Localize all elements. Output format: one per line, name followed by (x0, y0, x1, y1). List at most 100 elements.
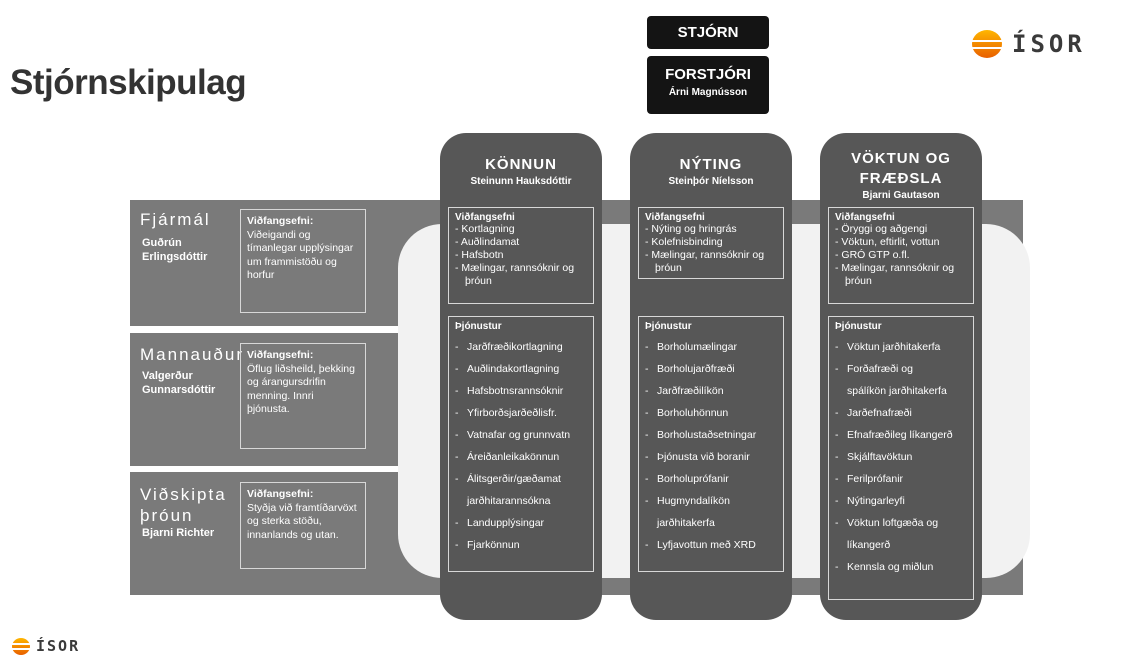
band-label: Viðskipta þróun Bjarni Richter (140, 484, 230, 540)
list-item: Mælingar, rannsóknir og þróun (455, 262, 587, 288)
list-item: Álitsgerðir/gæðamat (455, 468, 587, 490)
band-task-box: Viðfangsefni: Öflug liðsheild, þekking o… (240, 343, 366, 449)
isor-logo-icon (10, 637, 32, 655)
column-person: Steinþór Níelsson (668, 176, 754, 187)
logo-text: ÍSOR (1012, 30, 1086, 58)
list-item: líkangerð (847, 539, 891, 551)
isor-logo-icon (969, 30, 1005, 58)
tasks-title: Viðfangsefni (835, 212, 895, 223)
list-item: Borholustaðsetningar (645, 424, 777, 446)
band-person: Erlingsdóttir (142, 251, 208, 263)
column-konnun: KÖNNUN Steinunn Hauksdóttir Viðfangsefni… (440, 133, 602, 620)
list-item: Jarðfræðikortlagning (455, 336, 587, 358)
list-item: Efnafræðileg líkangerð (835, 424, 967, 446)
services-box: Þjónustur Jarðfræðikortlagning Auðlindak… (448, 316, 594, 572)
list-item: Vatnafar og grunnvatn (455, 424, 587, 446)
list-item: Lyfjavottun með XRD (645, 534, 777, 556)
services-list: Jarðfræðikortlagning Auðlindakortlagning… (455, 336, 587, 556)
ceo-name: Árni Magnússon (668, 87, 748, 98)
list-item: spálíkön jarðhitakerfa (847, 385, 947, 397)
services-box: Þjónustur Borholumælingar Borholujarðfræ… (638, 316, 784, 572)
band-box-title: Viðfangsefni: (247, 488, 314, 500)
list-item: Vöktun loftgæða og (835, 512, 967, 534)
list-item: jarðhitakerfa (657, 517, 715, 529)
band-title: Mannauður (140, 345, 245, 364)
isor-logo-footer: ÍSOR (10, 637, 81, 655)
board-box: STJÓRN (647, 16, 769, 49)
column-name: NÝTING (679, 156, 743, 173)
list-item: Hafsbotn (455, 249, 587, 262)
services-title: Þjónustur (645, 321, 692, 332)
tasks-box: Viðfangsefni Kortlagning Auðlindamat Haf… (448, 207, 594, 304)
services-list: Borholumælingar Borholujarðfræði Jarðfræ… (645, 336, 777, 556)
column-name: FRÆÐSLA (859, 170, 943, 187)
list-item: GRÓ GTP o.fl. (835, 249, 967, 262)
list-item: Jarðfræðilíkön (645, 380, 777, 402)
list-item: Hafsbotnsrannsóknir (455, 380, 587, 402)
band-title: Fjármál (140, 210, 211, 229)
column-header: NÝTING Steinþór Níelsson (630, 133, 792, 188)
list-item: Ferilprófanir (835, 468, 967, 490)
list-item: Vöktun, eftirlit, vottun (835, 236, 967, 249)
band-person: Bjarni Richter (142, 527, 215, 539)
column-nyting: NÝTING Steinþór Níelsson Viðfangsefni Ný… (630, 133, 792, 620)
tasks-title: Viðfangsefni (645, 212, 705, 223)
band-title: Viðskipta þróun (140, 485, 227, 525)
list-item: Auðlindamat (455, 236, 587, 249)
list-item: Kortlagning (455, 223, 587, 236)
list-item: Öryggi og aðgengi (835, 223, 967, 236)
list-item: Þjónusta við boranir (645, 446, 777, 468)
column-name: KÖNNUN (485, 156, 557, 173)
column-voktun-og-fraedsla: VÖKTUN OG FRÆÐSLA Bjarni Gautason Viðfan… (820, 133, 982, 620)
band-person: Valgerður (142, 370, 193, 382)
band-label: Fjármál Guðrún Erlingsdóttir (140, 210, 211, 264)
list-item: Jarðefnafræði (835, 402, 967, 424)
tasks-box: Viðfangsefni Nýting og hringrás Kolefnis… (638, 207, 784, 279)
column-person: Steinunn Hauksdóttir (470, 176, 572, 187)
isor-logo: ÍSOR (969, 30, 1086, 58)
list-item: Nýtingarleyfi (835, 490, 967, 512)
list-item: Mælingar, rannsóknir og þróun (645, 249, 777, 275)
services-box: Þjónustur Vöktun jarðhitakerfa Forðafræð… (828, 316, 974, 600)
page-title: Stjórnskipulag (10, 63, 247, 102)
band-task-box: Viðfangsefni: Viðeigandi og tímanlegar u… (240, 209, 366, 313)
list-item: Mælingar, rannsóknir og þróun (835, 262, 967, 288)
tasks-title: Viðfangsefni (455, 212, 515, 223)
list-item: Hugmyndalíkön (645, 490, 777, 512)
band-person: Gunnarsdóttir (142, 384, 216, 396)
list-item: Borholuhönnun (645, 402, 777, 424)
list-item: Yfirborðsjarðeðlisfr. (455, 402, 587, 424)
tasks-list: Nýting og hringrás Kolefnisbinding Mælin… (645, 223, 777, 275)
list-item: Borholujarðfræði (645, 358, 777, 380)
list-item: Borholuprófanir (645, 468, 777, 490)
list-item: Kennsla og miðlun (835, 556, 967, 578)
tasks-list: Kortlagning Auðlindamat Hafsbotn Mælinga… (455, 223, 587, 288)
column-person: Bjarni Gautason (862, 190, 940, 201)
services-title: Þjónustur (455, 321, 502, 332)
list-item: Auðlindakortlagning (455, 358, 587, 380)
logo-text: ÍSOR (36, 637, 81, 655)
band-box-text: Styðja við framtíðarvöxt og sterka stöðu… (247, 501, 357, 541)
band-person: Guðrún (142, 237, 182, 249)
tasks-box: Viðfangsefni Öryggi og aðgengi Vöktun, e… (828, 207, 974, 304)
band-box-text: Öflug liðsheild, þekking og árangursdrif… (247, 362, 355, 416)
list-item: Kolefnisbinding (645, 236, 777, 249)
list-item: Nýting og hringrás (645, 223, 777, 236)
column-header: VÖKTUN OG FRÆÐSLA Bjarni Gautason (820, 133, 982, 202)
ceo-title: FORSTJÓRI (665, 66, 751, 83)
services-title: Þjónustur (835, 321, 882, 332)
list-item: Áreiðanleikakönnun (455, 446, 587, 468)
band-box-text: Viðeigandi og tímanlegar upplýsingar um … (247, 228, 354, 282)
band-label: Mannauður Valgerður Gunnarsdóttir (140, 345, 244, 397)
list-item: Landupplýsingar (455, 512, 587, 534)
list-item: Vöktun jarðhitakerfa (835, 336, 967, 358)
band-box-title: Viðfangsefni: (247, 349, 314, 361)
list-item: Forðafræði og (835, 358, 967, 380)
list-item: Skjálftavöktun (835, 446, 967, 468)
column-name: VÖKTUN OG (851, 150, 951, 167)
list-item: Borholumælingar (645, 336, 777, 358)
tasks-list: Öryggi og aðgengi Vöktun, eftirlit, vott… (835, 223, 967, 288)
column-header: KÖNNUN Steinunn Hauksdóttir (440, 133, 602, 188)
list-item: Fjarkönnun (455, 534, 587, 556)
band-box-title: Viðfangsefni: (247, 215, 314, 227)
